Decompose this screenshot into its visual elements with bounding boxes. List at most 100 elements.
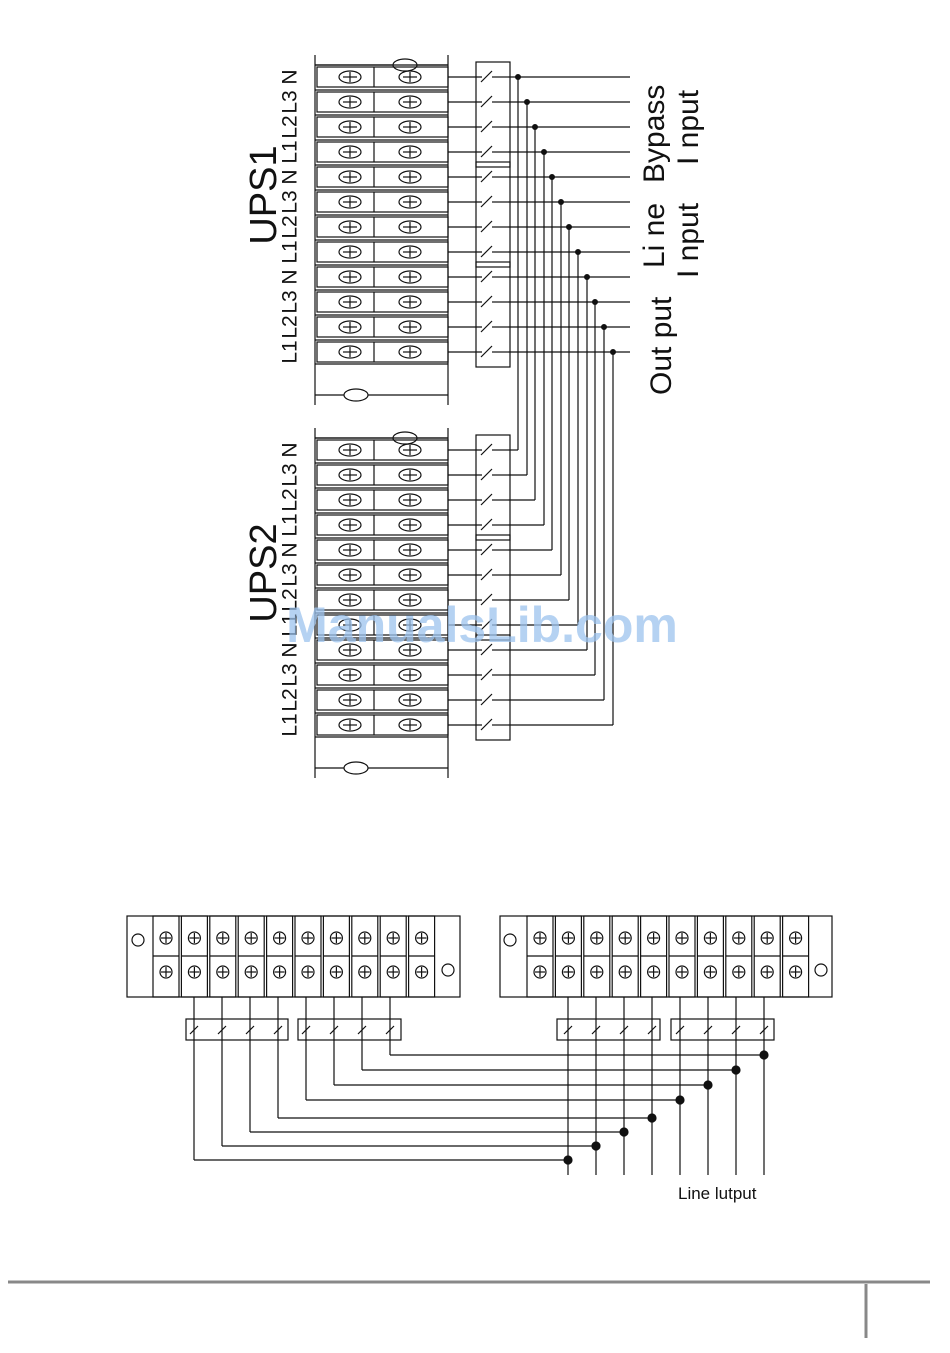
breaker-switch: [481, 519, 492, 530]
breaker-box: [476, 162, 510, 267]
breaker-switch: [481, 694, 492, 705]
mount-hole: [815, 964, 827, 976]
screw-terminal: [302, 932, 314, 944]
breaker-switch: [481, 569, 492, 580]
screw-terminal: [339, 444, 361, 456]
screw-terminal: [399, 346, 421, 358]
screw-terminal: [619, 966, 631, 978]
screw-terminal: [676, 932, 688, 944]
screw-terminal: [399, 519, 421, 531]
junction-dot: [620, 1128, 628, 1136]
screw-terminal: [399, 494, 421, 506]
screw-terminal: [399, 444, 421, 456]
terminal-cell: [317, 665, 448, 685]
screw-terminal: [160, 932, 172, 944]
screw-terminal: [387, 966, 399, 978]
screw-terminal: [761, 932, 773, 944]
terminal-cell: [317, 342, 448, 362]
screw-terminal: [399, 694, 421, 706]
screw-terminal: [399, 196, 421, 208]
ups1.phase_labels.9: L3: [279, 290, 302, 313]
screw-terminal: [339, 146, 361, 158]
breaker-switch: [481, 121, 492, 132]
ups1.phase_labels.0: N: [279, 69, 302, 84]
screw-terminal: [339, 71, 361, 83]
screw-terminal: [359, 966, 371, 978]
breaker-switch: [481, 271, 492, 282]
terminal-cell: [317, 267, 448, 287]
breaker-box: [476, 262, 510, 367]
screw-terminal: [339, 694, 361, 706]
top-diagram-labels: UPS1 UPS2 Bypass Li ne I nput I nput Out…: [243, 85, 705, 623]
junction-dot: [732, 1066, 740, 1074]
ups1.phase_labels.2: L2: [279, 115, 302, 138]
screw-terminal: [399, 469, 421, 481]
terminal-cell: [317, 440, 448, 460]
breaker-switch: [481, 494, 492, 505]
junction-dot: [648, 1114, 656, 1122]
screw-terminal: [399, 296, 421, 308]
bypass-label: Bypass: [638, 85, 671, 183]
terminal-strip: [500, 916, 832, 997]
screw-terminal: [160, 966, 172, 978]
screw-terminal: [274, 966, 286, 978]
screw-terminal: [790, 966, 802, 978]
screw-terminal: [733, 966, 745, 978]
terminal-cell: [317, 540, 448, 560]
ups1.phase_labels.1: L3: [279, 90, 302, 113]
screw-terminal: [274, 932, 286, 944]
breaker-box: [671, 1019, 774, 1040]
junction-dot: [760, 1051, 768, 1059]
screw-terminal: [339, 96, 361, 108]
terminal-cell: [317, 142, 448, 162]
breaker-switch: [481, 246, 492, 257]
screw-terminal: [399, 271, 421, 283]
ups1.phase_labels.11: L1: [279, 340, 302, 363]
breaker-switch: [481, 96, 492, 107]
screw-terminal: [399, 221, 421, 233]
ups2.phase_labels.2: L2: [279, 488, 302, 511]
ups1-title: UPS1: [243, 145, 285, 244]
screw-terminal: [399, 321, 421, 333]
screw-terminal: [591, 966, 603, 978]
screw-terminal: [562, 932, 574, 944]
breaker-switch: [481, 146, 492, 157]
screw-terminal: [245, 966, 257, 978]
screw-terminal: [339, 519, 361, 531]
screw-terminal: [339, 719, 361, 731]
terminal-cell: [317, 242, 448, 262]
breaker-switch: [481, 71, 492, 82]
screw-terminal: [302, 966, 314, 978]
breaker-switch: [481, 544, 492, 555]
line-label: Li ne: [638, 203, 671, 268]
breaker-switch: [481, 444, 492, 455]
terminal-cell: [317, 192, 448, 212]
screw-terminal: [339, 346, 361, 358]
screw-terminal: [534, 966, 546, 978]
screw-terminal: [399, 146, 421, 158]
junction-dot: [592, 1142, 600, 1150]
breaker-switch: [481, 719, 492, 730]
breaker-switch: [481, 469, 492, 480]
ups1.phase_labels.10: L2: [279, 315, 302, 338]
screw-terminal: [339, 669, 361, 681]
breaker-box: [476, 435, 510, 540]
breaker-box: [298, 1019, 401, 1040]
screw-terminal: [245, 932, 257, 944]
screw-terminal: [399, 246, 421, 258]
terminal-cell: [317, 465, 448, 485]
terminal-cell: [317, 715, 448, 735]
mount-hole: [344, 762, 368, 774]
screw-terminal: [399, 96, 421, 108]
terminal-cell: [317, 690, 448, 710]
breaker-switch: [481, 669, 492, 680]
screw-terminal: [339, 246, 361, 258]
screw-terminal: [339, 296, 361, 308]
ups2.phase_labels.0: N: [279, 442, 302, 457]
ups2.phase_labels.9: L3: [279, 663, 302, 686]
screw-terminal: [704, 932, 716, 944]
screw-terminal: [534, 932, 546, 944]
breaker-switch: [481, 171, 492, 182]
screw-terminal: [416, 932, 428, 944]
screw-terminal: [619, 932, 631, 944]
